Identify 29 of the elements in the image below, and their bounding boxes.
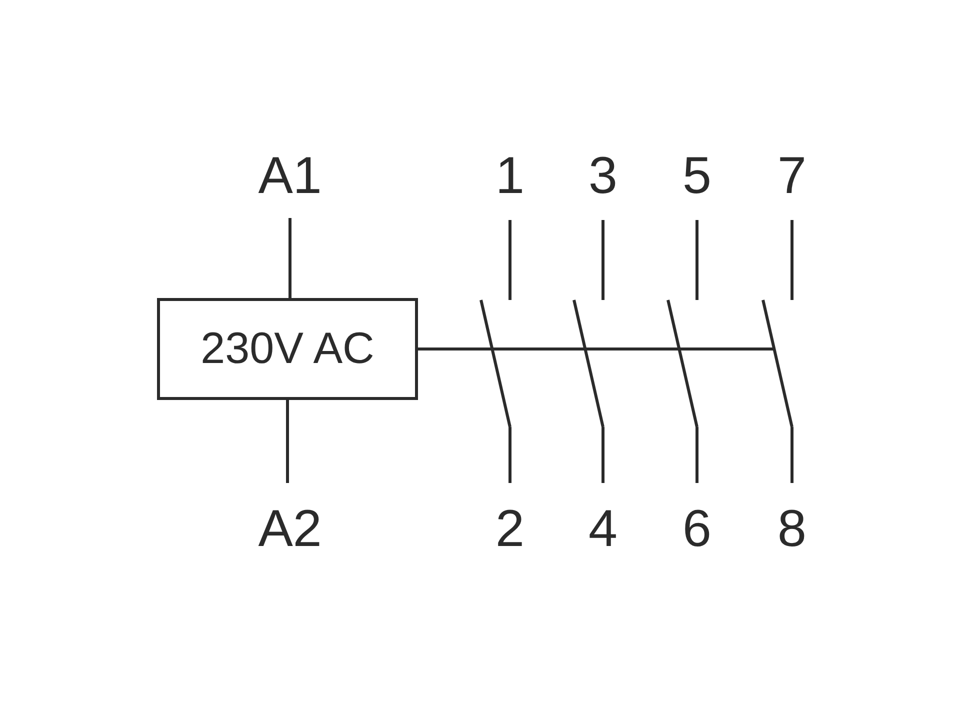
switch-contact-symbol bbox=[761, 300, 794, 427]
switch-contact-symbol bbox=[572, 300, 605, 427]
switch-contact-symbol bbox=[666, 300, 699, 427]
wire bbox=[602, 427, 604, 483]
wire bbox=[602, 220, 604, 300]
wire bbox=[286, 400, 289, 483]
wire bbox=[288, 218, 292, 298]
terminal-label: A1 bbox=[240, 150, 340, 218]
switch-contact-symbol bbox=[479, 300, 512, 427]
mechanical-linkage-line bbox=[418, 348, 492, 350]
wire bbox=[696, 220, 698, 300]
terminal-label: 8 bbox=[762, 483, 822, 555]
terminal-label: 5 bbox=[667, 150, 727, 220]
terminal-label: 1 bbox=[480, 150, 540, 220]
terminal-label: A2 bbox=[240, 483, 340, 555]
wire bbox=[790, 220, 794, 300]
wire bbox=[508, 220, 512, 300]
terminal-label: 7 bbox=[762, 150, 822, 220]
terminal-label: 3 bbox=[573, 150, 633, 220]
wire bbox=[508, 427, 512, 483]
wire bbox=[790, 427, 794, 483]
terminal-label: 6 bbox=[667, 483, 727, 555]
mechanical-linkage-line bbox=[492, 348, 586, 350]
wire bbox=[696, 427, 698, 483]
coil-box: 230V AC bbox=[157, 298, 418, 400]
terminal-label: 4 bbox=[573, 483, 633, 555]
mechanical-linkage-line bbox=[585, 348, 680, 350]
mechanical-linkage-line bbox=[679, 348, 774, 350]
terminal-label: 2 bbox=[480, 483, 540, 555]
